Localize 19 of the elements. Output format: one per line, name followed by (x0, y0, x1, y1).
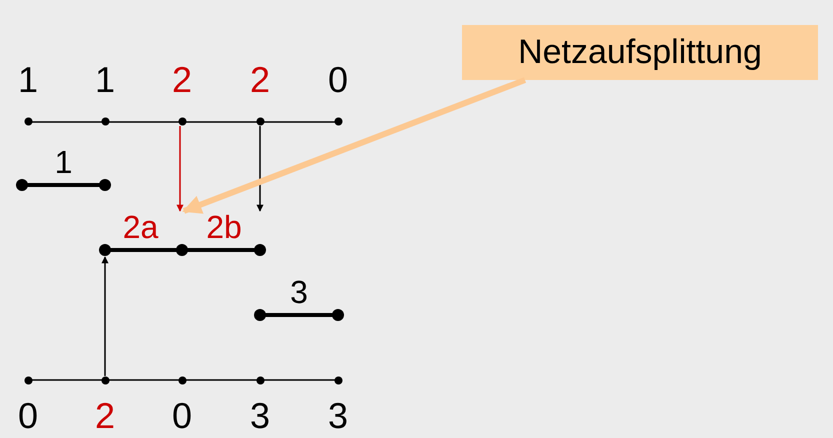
pin-number: 3 (328, 396, 348, 436)
pin-number: 2 (172, 60, 192, 100)
net-label: 3 (290, 276, 308, 308)
pin-number: 0 (328, 60, 348, 100)
net-label: 2a (122, 211, 158, 243)
pin-number: 1 (94, 60, 116, 100)
callout-box: Netzaufsplittung (462, 25, 818, 80)
pin-number: 0 (172, 396, 192, 436)
callout-arrow (182, 77, 526, 214)
pin-number: 1 (18, 60, 38, 100)
pin-number: 2 (94, 396, 116, 436)
arrow (176, 126, 184, 212)
arrow (256, 126, 264, 212)
pin-number: 0 (18, 396, 38, 436)
net-label: 2b (206, 211, 242, 243)
arrow (102, 256, 108, 376)
pin-number: 3 (250, 396, 270, 436)
net-label: 1 (54, 146, 72, 178)
pin-number: 2 (250, 60, 270, 100)
